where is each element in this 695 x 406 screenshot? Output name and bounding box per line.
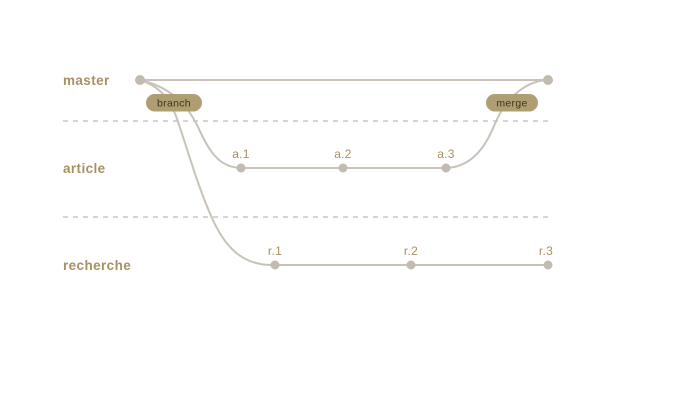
master-merge-commit-dot [543,75,553,85]
commit-label-r2: r.2 [404,244,418,258]
commit-dot-r2 [406,260,416,270]
lane-label-master: master [63,73,110,88]
branch-pill-label: branch [157,98,191,110]
commit-dot-a3 [441,163,451,173]
commit-label-a2: a.2 [334,147,352,161]
commit-label-r1: r.1 [268,244,282,258]
branch-pill-background [146,94,202,112]
commit-dot-a2 [338,163,348,173]
merge-pill-background [486,94,538,112]
merge-pill-label: merge [496,98,527,110]
commit-dot-a1 [236,163,246,173]
commit-label-a3: a.3 [437,147,455,161]
commit-label-a1: a.1 [232,147,250,161]
lane-label-recherche: recherche [63,258,131,273]
recherche-branch-curve [139,79,549,266]
commit-label-r3: r.3 [539,244,553,258]
master-start-commit-dot [135,75,145,85]
branch-pill: branch [146,94,202,112]
commit-dot-r1 [270,260,280,270]
lane-label-article: article [63,161,106,176]
commit-dot-r3 [543,260,553,270]
merge-pill: merge [486,94,538,112]
